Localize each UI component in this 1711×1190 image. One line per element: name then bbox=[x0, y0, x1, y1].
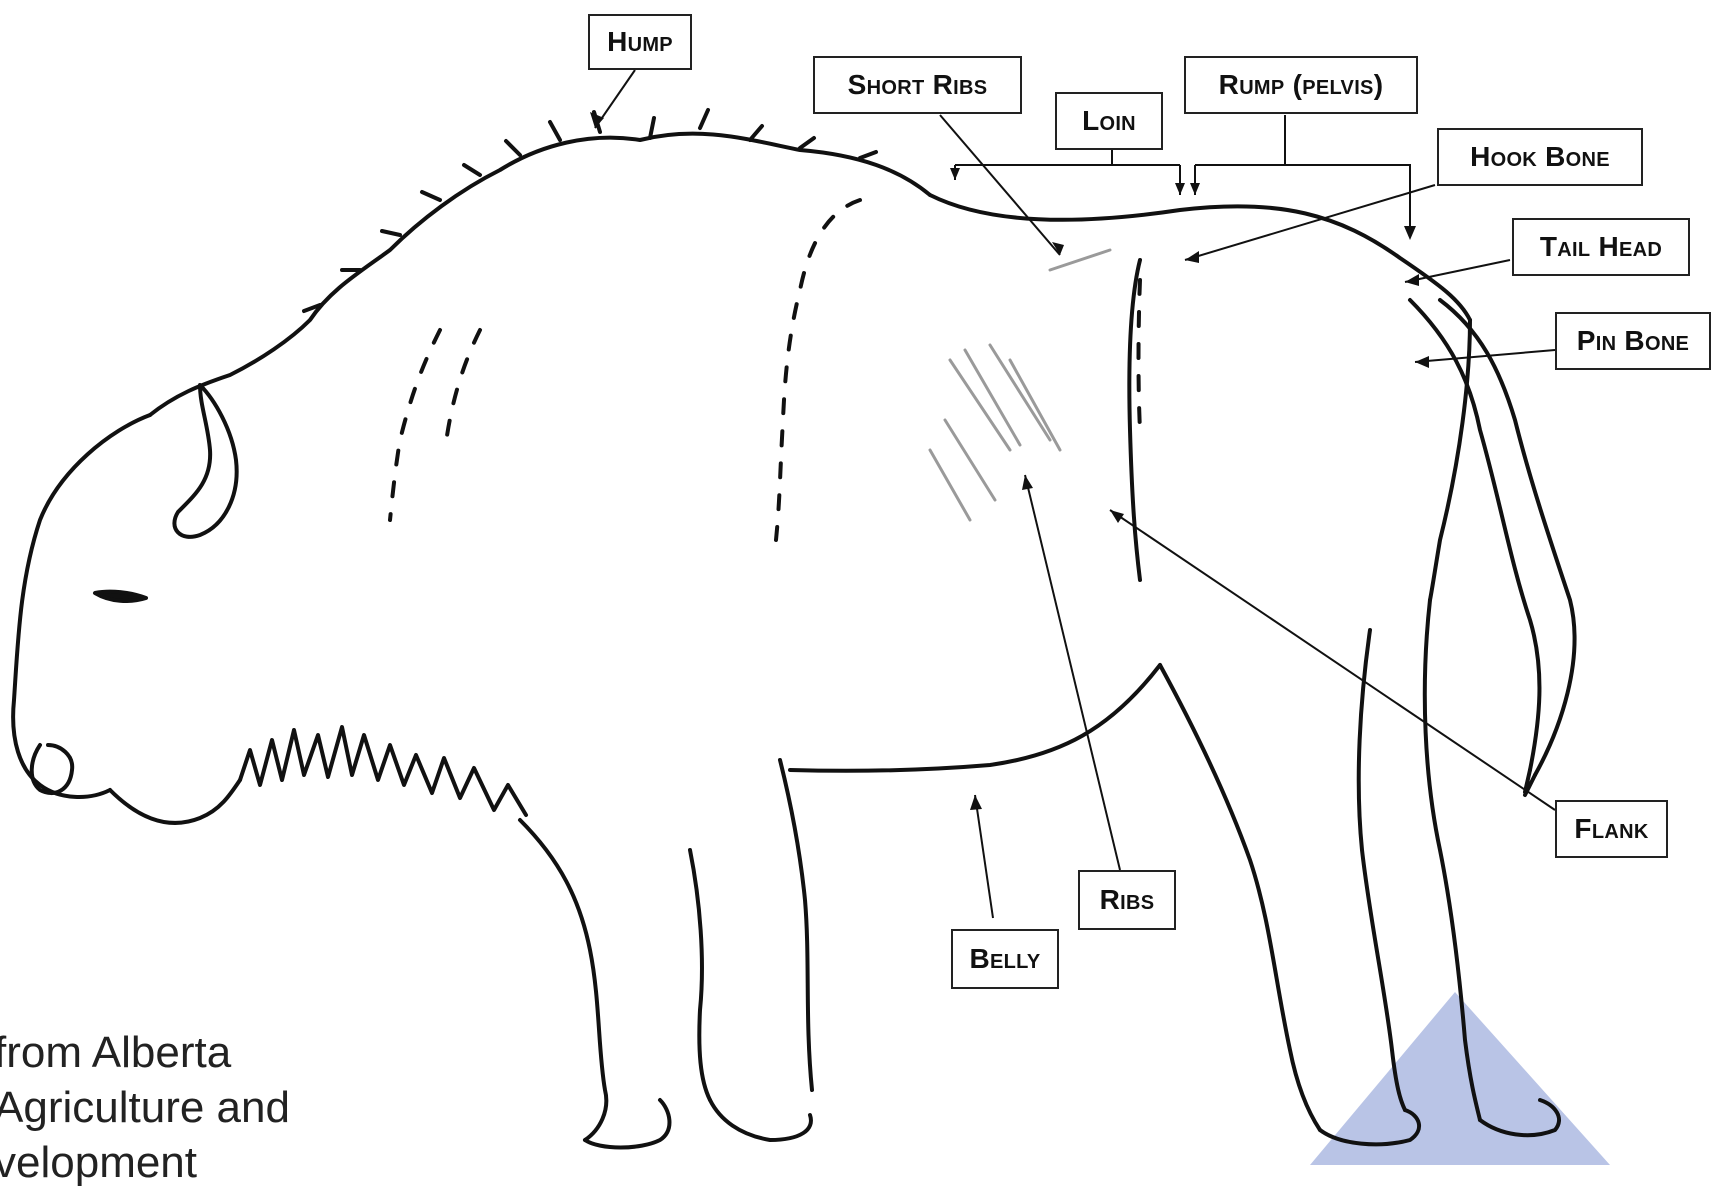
leader-ribs bbox=[1025, 475, 1120, 870]
label-tail-head: Tail Head bbox=[1512, 218, 1690, 276]
label-hump: Hump bbox=[588, 14, 692, 70]
label-belly: Belly bbox=[951, 929, 1059, 989]
accent-triangle bbox=[1310, 992, 1610, 1165]
leader-lines bbox=[595, 70, 1555, 918]
caption-line-2: Agriculture and bbox=[0, 1080, 290, 1135]
shading bbox=[930, 250, 1110, 520]
label-ribs: Ribs bbox=[1078, 870, 1176, 930]
label-hook-bone: Hook Bone bbox=[1437, 128, 1643, 186]
caption-line-3: velopment bbox=[0, 1135, 290, 1190]
label-flank: Flank bbox=[1555, 800, 1668, 858]
leader-short-ribs bbox=[940, 115, 1060, 255]
label-loin: Loin bbox=[1055, 92, 1163, 150]
bison-outline bbox=[13, 110, 1574, 1148]
leader-belly bbox=[975, 795, 993, 918]
caption-line-1: from Alberta bbox=[0, 1025, 290, 1080]
label-pin-bone: Pin Bone bbox=[1555, 312, 1711, 370]
label-rump: Rump (pelvis) bbox=[1184, 56, 1418, 114]
leader-flank bbox=[1110, 510, 1555, 810]
label-short-ribs: Short Ribs bbox=[813, 56, 1022, 114]
leader-hook-bone bbox=[1185, 185, 1435, 260]
source-caption: from Alberta Agriculture and velopment bbox=[0, 1025, 290, 1190]
